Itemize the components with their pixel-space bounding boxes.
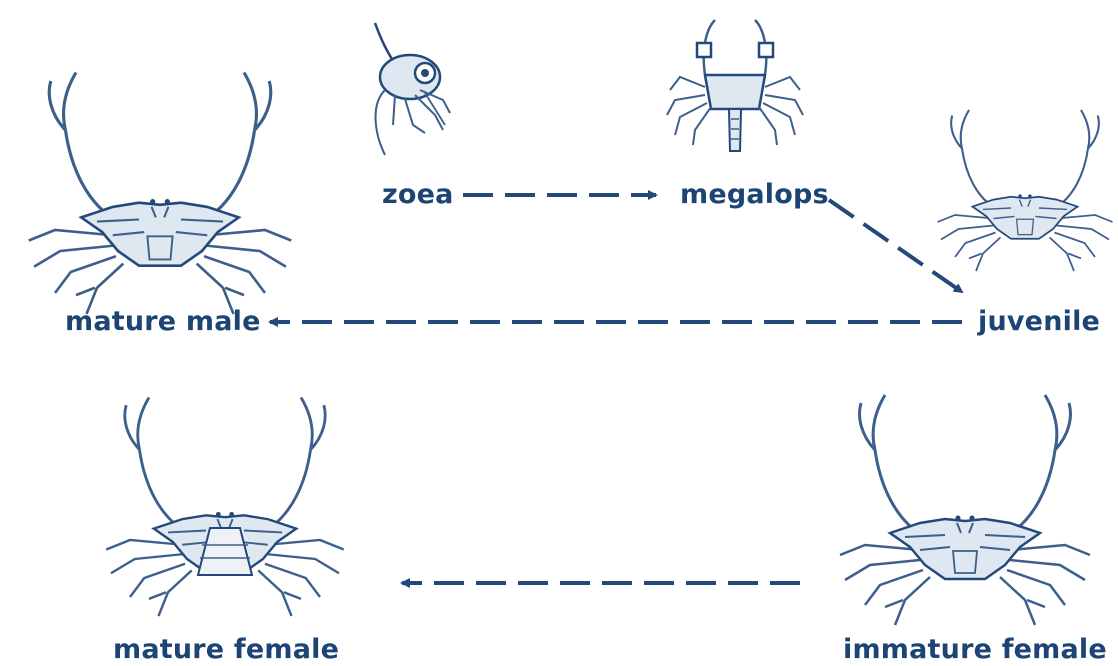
mature-male-crab-drawing [29, 73, 292, 315]
label-zoea: zoea [382, 181, 454, 208]
mature-female-crab-drawing [106, 398, 344, 617]
label-immature-female: immature female [843, 636, 1107, 663]
label-juvenile: juvenile [978, 308, 1100, 335]
label-mature-female: mature female [113, 636, 339, 663]
immature-female-crab-drawing [840, 395, 1090, 625]
label-mature-male: mature male [65, 308, 261, 335]
label-megalops: megalops [680, 181, 829, 208]
megalops-larva-drawing [667, 20, 803, 151]
arrow-megalops-to-juvenile [829, 200, 962, 292]
zoea-larva-drawing [375, 23, 450, 155]
juvenile-crab-drawing [938, 110, 1113, 271]
